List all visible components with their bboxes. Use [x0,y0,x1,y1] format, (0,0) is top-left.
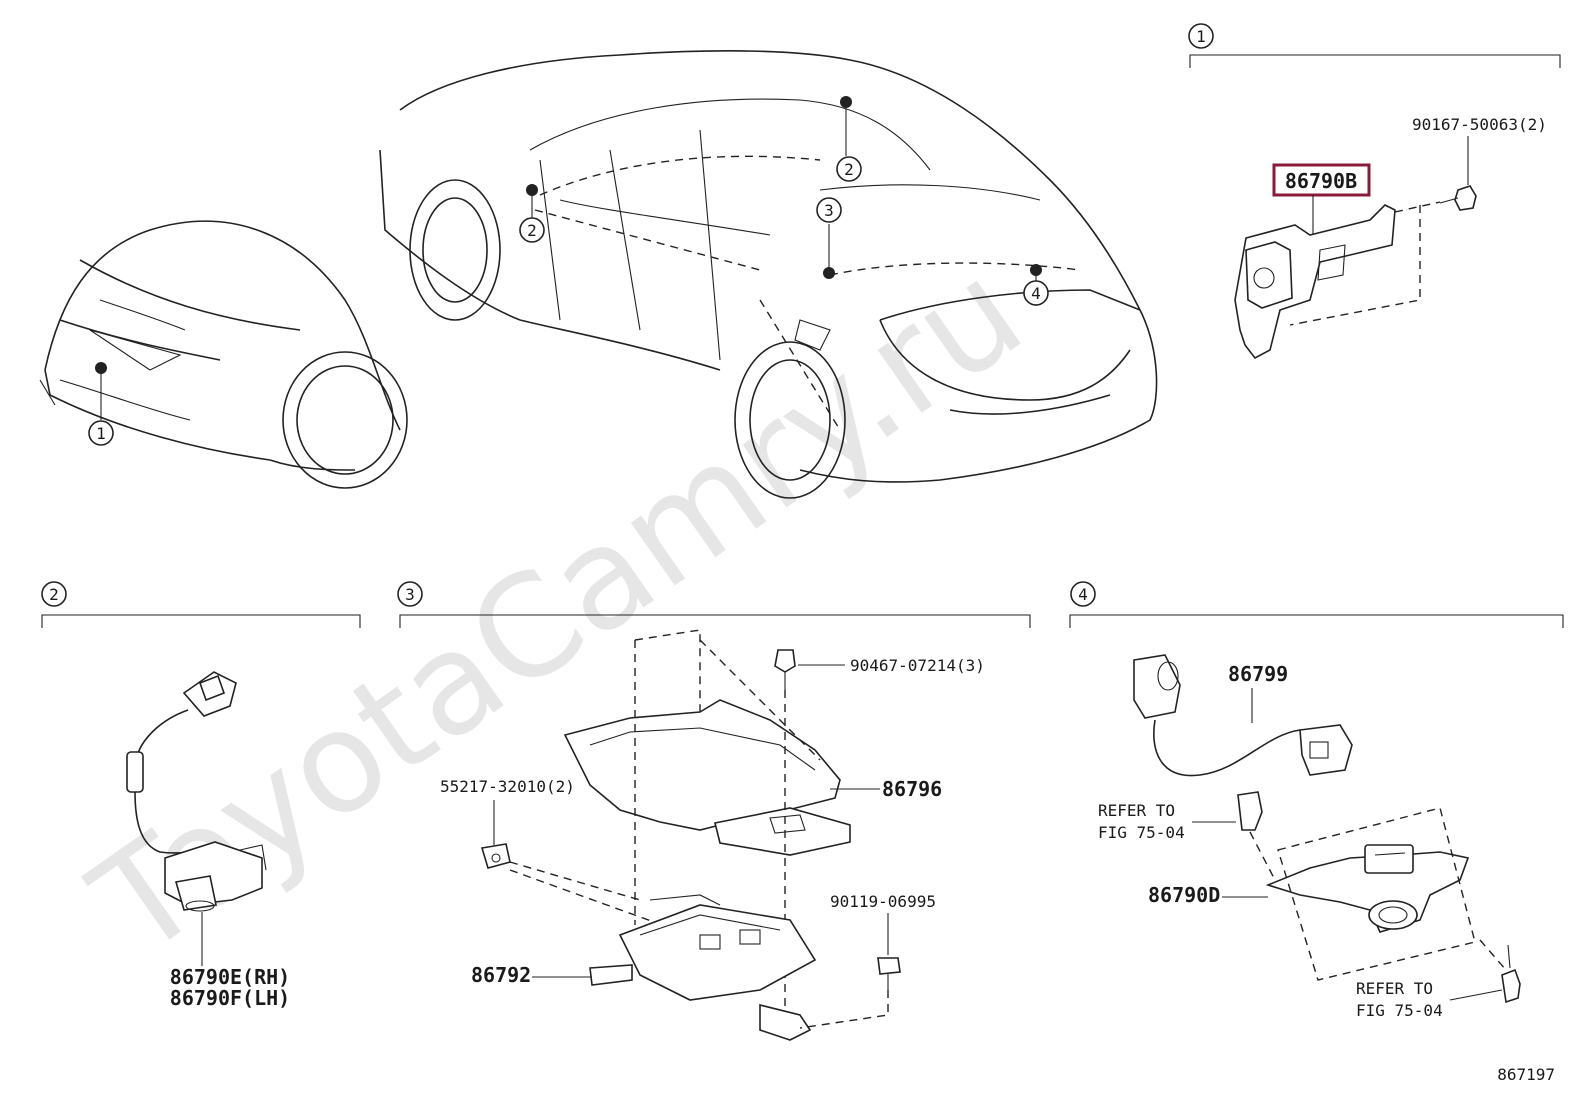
refer-to-fig-75-04-lower[interactable]: REFER TO FIG 75-04 [1356,979,1443,1020]
rear-car-illustration [379,50,1158,499]
marker-1-front[interactable]: 1 [88,420,114,446]
label-86790e-rh[interactable]: 86790E(RH) [170,965,290,989]
svg-text:2: 2 [49,585,59,604]
svg-text:REFER TO: REFER TO [1356,979,1433,998]
svg-text:2: 2 [527,221,537,240]
svg-text:3: 3 [405,585,415,604]
label-86792[interactable]: 86792 [471,963,531,987]
rear-camera-bracket [1234,204,1396,360]
svg-text:86790F(LH): 86790F(LH) [170,986,290,1010]
label-55217-32010[interactable]: 55217-32010(2) [440,777,575,796]
label-90167-50063[interactable]: 90167-50063(2) [1412,115,1547,134]
marker-2-right[interactable]: 2 [836,156,862,182]
svg-text:86796: 86796 [882,777,942,801]
bolt-refer-lower [1501,944,1521,1004]
part-86790b-highlight[interactable]: 86790B [1272,163,1371,197]
refer-to-fig-75-04-upper[interactable]: REFER TO FIG 75-04 [1098,801,1185,842]
clip-90467 [774,649,845,690]
label-86796[interactable]: 86796 [882,777,942,801]
harness-86799 [1133,654,1353,777]
back-camera-86790d [1265,844,1470,933]
svg-text:FIG 75-04: FIG 75-04 [1356,1001,1443,1020]
svg-text:2: 2 [844,160,854,179]
svg-text:90467-07214(3): 90467-07214(3) [850,656,985,675]
svg-text:86799: 86799 [1228,662,1288,686]
svg-text:3: 3 [824,201,834,220]
side-camera-86790e [126,671,267,912]
marker-3[interactable]: 3 [816,197,842,223]
svg-text:86790E(RH): 86790E(RH) [170,965,290,989]
svg-text:1: 1 [1196,27,1206,46]
label-86790d[interactable]: 86790D [1148,883,1220,907]
marker-2-left[interactable]: 2 [519,217,545,243]
front-car-illustration [39,220,408,489]
svg-text:86792: 86792 [471,963,531,987]
svg-text:90167-50063(2): 90167-50063(2) [1412,115,1547,134]
marker-4[interactable]: 4 [1023,280,1049,306]
svg-text:867197: 867197 [1497,1065,1555,1084]
bolt-90167 [1439,185,1477,211]
label-86799[interactable]: 86799 [1228,662,1288,686]
section-2-header: 2 [41,581,361,628]
bolt-90119 [877,957,901,990]
svg-text:REFER TO: REFER TO [1098,801,1175,820]
svg-text:90119-06995: 90119-06995 [830,892,936,911]
svg-text:4: 4 [1078,585,1088,604]
cover-86796 [563,699,851,856]
svg-text:1: 1 [96,424,106,443]
label-90119-06995[interactable]: 90119-06995 [830,892,936,911]
svg-text:55217-32010(2): 55217-32010(2) [440,777,575,796]
section-4-header: 4 [1069,581,1564,628]
module-86792 [589,894,817,1041]
clip-refer-upper [1237,791,1263,831]
clip-55217 [480,843,511,869]
label-90467-07214[interactable]: 90467-07214(3) [850,656,985,675]
svg-text:FIG 75-04: FIG 75-04 [1098,823,1185,842]
figure-number: 867197 [1497,1065,1555,1084]
section-1-header: 1 [1188,23,1561,68]
svg-text:86790B: 86790B [1285,169,1357,193]
section-3-header: 3 [397,581,1031,628]
label-86790f-lh[interactable]: 86790F(LH) [170,986,290,1010]
svg-text:4: 4 [1031,284,1041,303]
svg-text:86790D: 86790D [1148,883,1220,907]
